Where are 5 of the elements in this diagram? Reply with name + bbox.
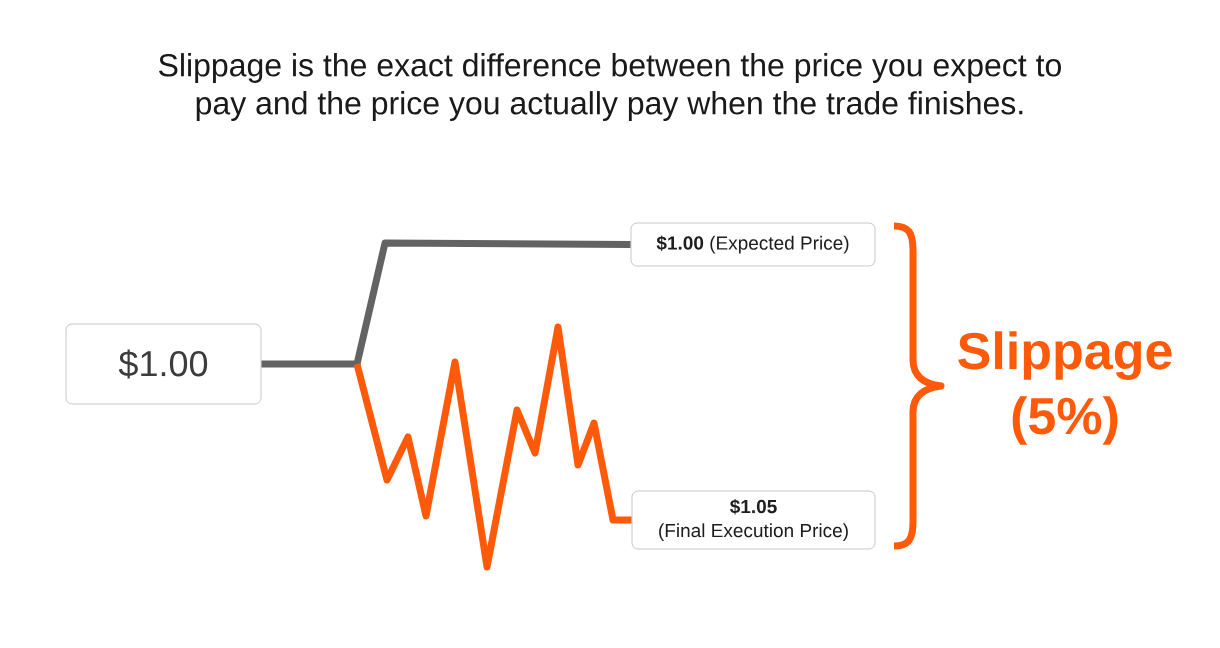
price-box: $1.05 (Final Execution Price)	[631, 490, 876, 550]
title: Slippage is the exact difference between the price you expect to pay and the price you actually pay when the trade finishes.	[159, 53, 1061, 121]
annotation-text: Slippage (5%)	[958, 331, 1172, 445]
price-box: $1.00	[65, 323, 262, 405]
price-box: $1.00 (Expected Price)	[630, 222, 876, 267]
